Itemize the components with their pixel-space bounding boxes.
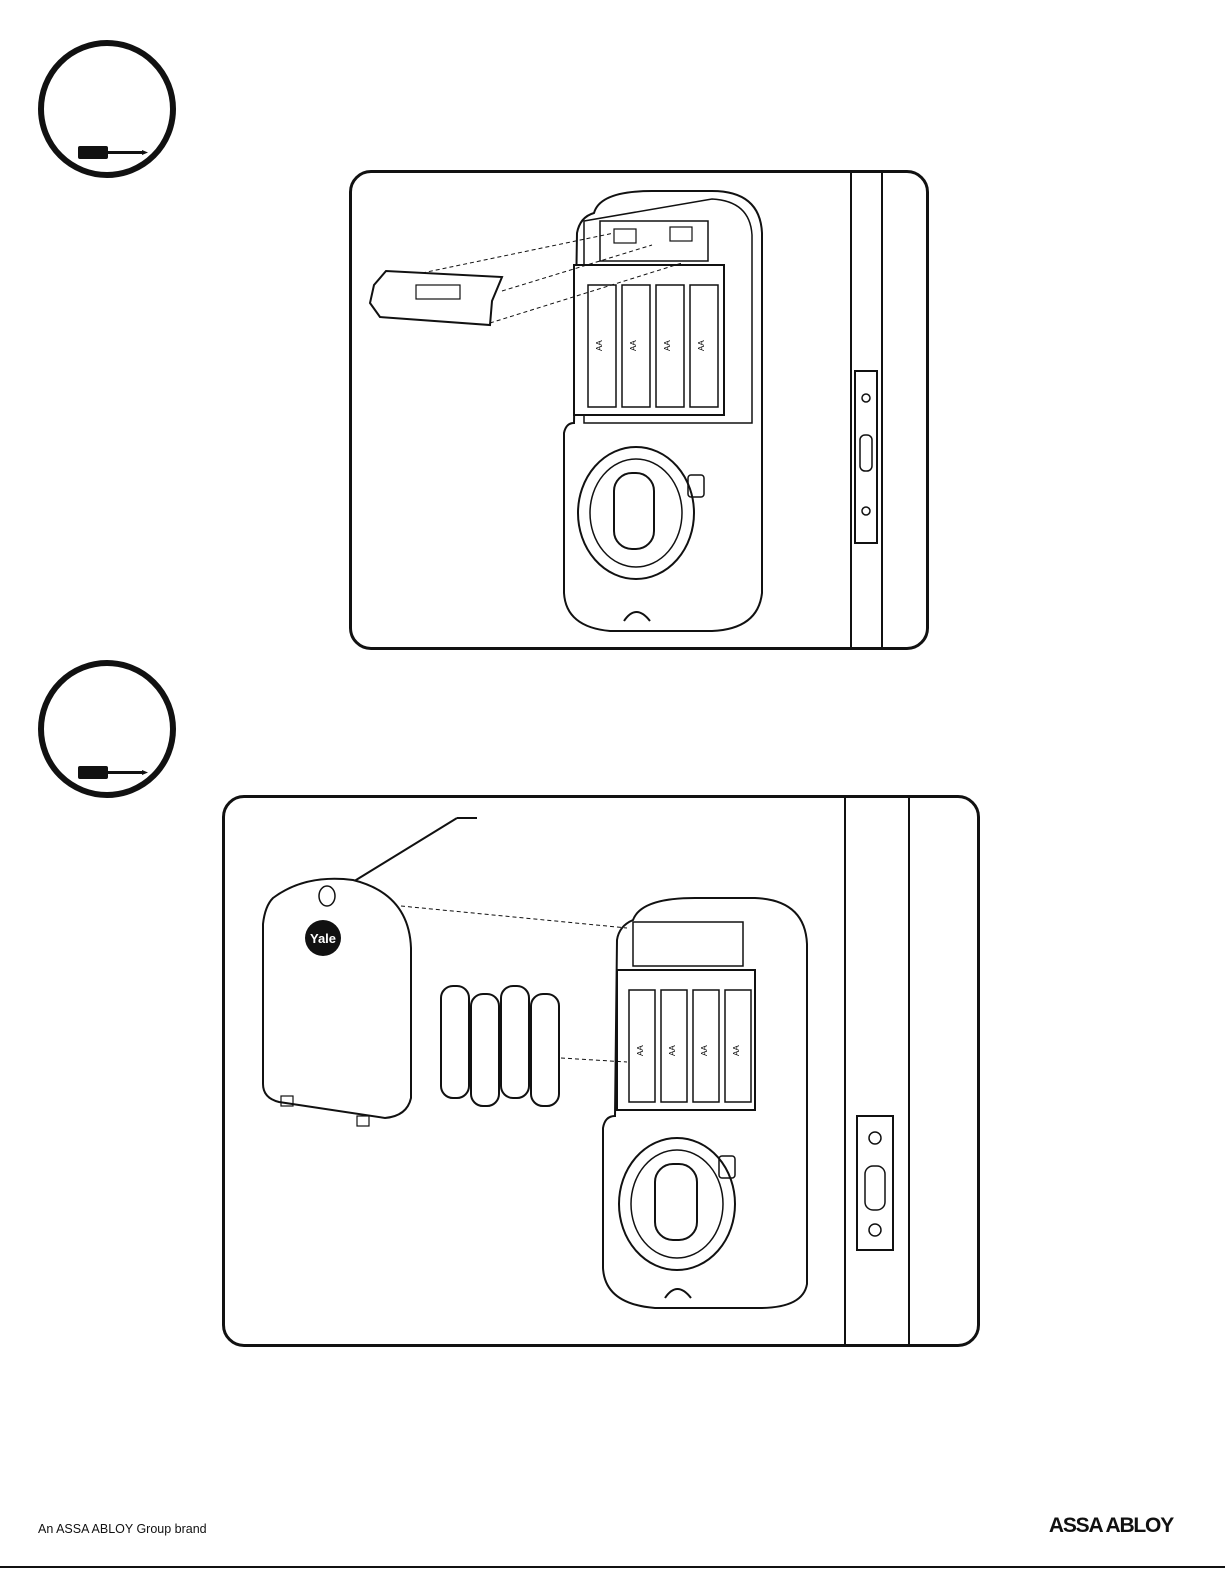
battery-label: AA (668, 1045, 677, 1056)
lock-batteries-illustration: Yale AA AA AA AA (225, 798, 980, 1347)
battery-label: AA (636, 1045, 645, 1056)
brand-tagline: An ASSA ABLOY Group brand (38, 1522, 207, 1536)
screwdriver-icon (78, 764, 148, 782)
battery-label: AA (700, 1045, 709, 1056)
battery-label: AA (663, 340, 672, 351)
battery-label: AA (732, 1045, 741, 1056)
battery-label: AA (595, 340, 604, 351)
figure-remove-module: AA AA AA AA (349, 170, 929, 650)
step-1-indicator (38, 40, 176, 178)
screwdriver-icon (78, 144, 148, 162)
battery-label: AA (697, 340, 706, 351)
assa-abloy-logo: ASSA ABLOY (1049, 1514, 1173, 1538)
step-2-indicator (38, 660, 176, 798)
battery-label: AA (629, 340, 638, 351)
figure-insert-batteries: Yale AA AA AA AA (222, 795, 980, 1347)
yale-logo: Yale (310, 931, 336, 946)
bottom-rule (0, 1566, 1225, 1568)
lock-open-illustration: AA AA AA AA (352, 173, 929, 650)
